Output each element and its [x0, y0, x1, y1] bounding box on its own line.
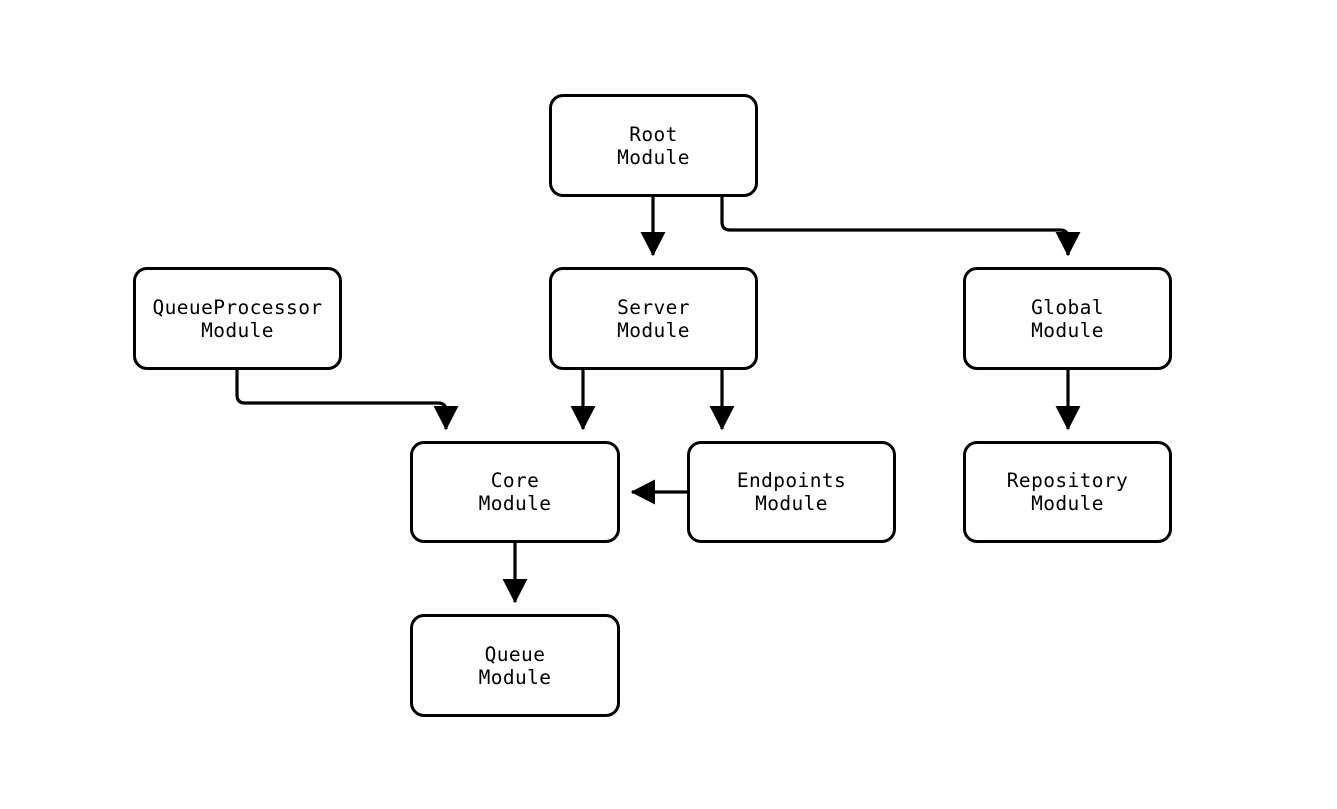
node-repository-module-subtitle: Module — [1031, 492, 1104, 515]
edge-queueprocessor-to-core — [235, 370, 459, 431]
node-global-module-subtitle: Module — [1031, 318, 1104, 342]
node-repository-module-title: Repository — [1006, 469, 1129, 492]
node-queue-module[interactable]: Queue Module — [410, 614, 620, 717]
node-endpoints-module[interactable]: Endpoints Module — [687, 441, 896, 543]
node-queue-module-title: Queue — [484, 642, 546, 666]
node-root-module-title: Root — [629, 122, 678, 146]
node-root-module[interactable]: Root Module — [549, 94, 758, 197]
node-queueprocessor-module-subtitle: Module — [201, 318, 274, 342]
node-server-module-title: Server — [617, 295, 690, 319]
node-core-module-subtitle: Module — [478, 492, 552, 515]
node-server-module-subtitle: Module — [617, 318, 690, 342]
node-core-module[interactable]: Core Module — [410, 441, 620, 543]
node-endpoints-module-subtitle: Module — [755, 492, 828, 515]
node-core-module-title: Core — [490, 469, 540, 492]
node-queue-module-subtitle: Module — [478, 665, 552, 689]
node-global-module-title: Global — [1031, 295, 1104, 319]
node-endpoints-module-title: Endpoints — [736, 469, 847, 492]
node-repository-module[interactable]: Repository Module — [963, 441, 1172, 543]
edge-root-to-global — [720, 197, 1081, 257]
node-root-module-subtitle: Module — [617, 145, 690, 169]
node-queueprocessor-module-title: QueueProcessor — [152, 295, 323, 319]
node-queueprocessor-module[interactable]: QueueProcessor Module — [133, 267, 342, 370]
node-global-module[interactable]: Global Module — [963, 267, 1172, 370]
node-server-module[interactable]: Server Module — [549, 267, 758, 370]
